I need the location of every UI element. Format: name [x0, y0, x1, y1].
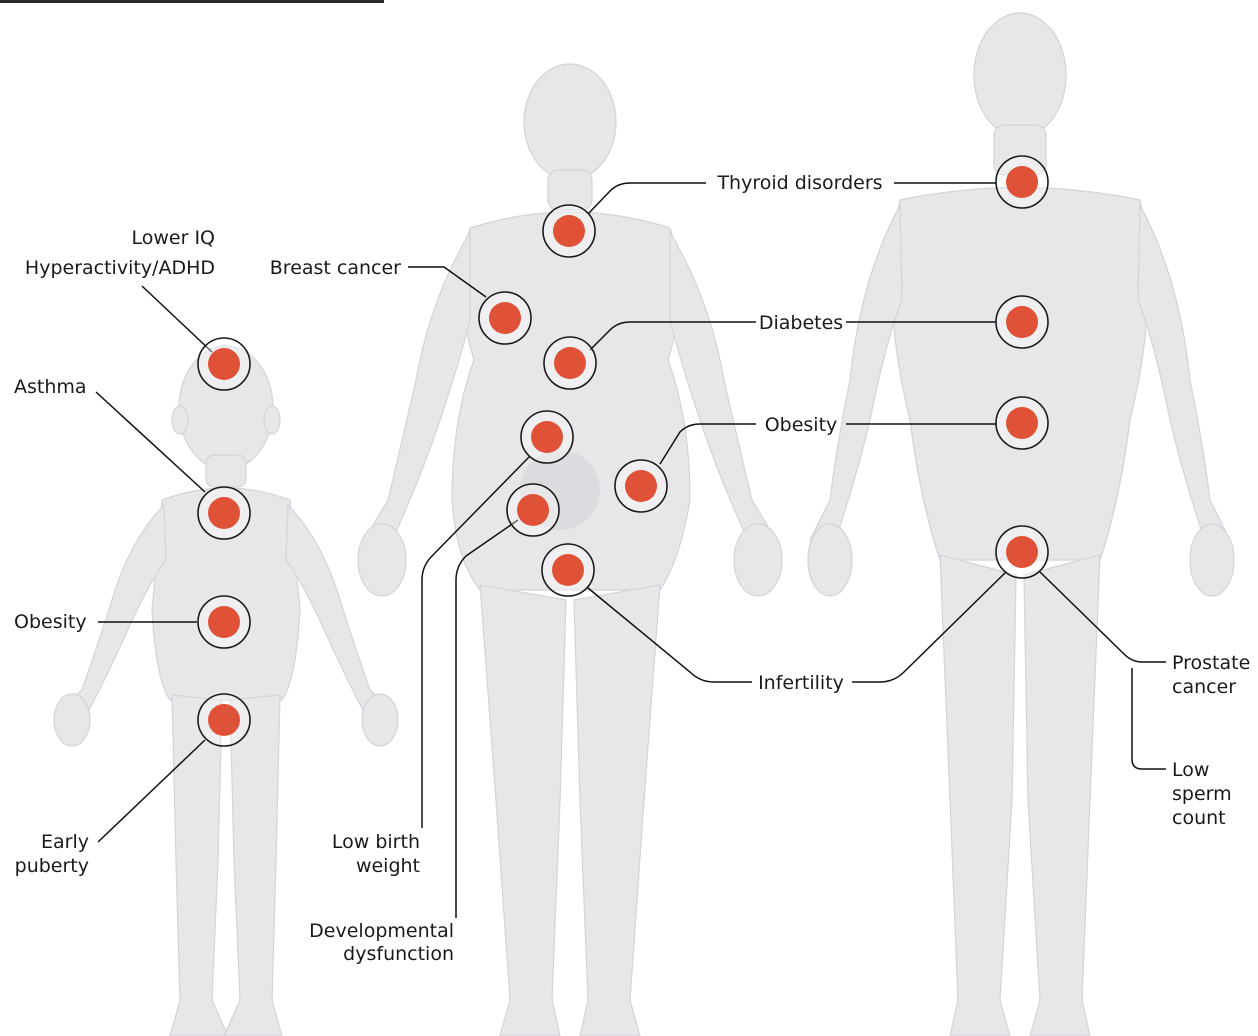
marker-man-groin [996, 526, 1048, 578]
marker-woman-developmental [507, 484, 559, 536]
label-thyroid: Thyroid disorders [716, 172, 882, 194]
marker-man-thyroid [996, 156, 1048, 208]
header-bar [0, 0, 384, 3]
label-early-puberty-1: Early [41, 831, 89, 853]
label-breast-cancer: Breast cancer [270, 257, 401, 279]
marker-child-belly [198, 596, 250, 648]
leader-low-sperm [1132, 668, 1166, 769]
label-low-birth-weight-1: Low birth [332, 831, 420, 853]
man-labels: Prostate cancer Low sperm count [1172, 652, 1250, 829]
label-asthma: Asthma [14, 376, 87, 398]
marker-child-chest [198, 487, 250, 539]
label-diabetes: Diabetes [759, 312, 843, 334]
label-infertility: Infertility [758, 672, 844, 694]
label-developmental-2: dysfunction [343, 943, 454, 965]
label-prostate-1: Prostate [1172, 652, 1250, 674]
label-hyperactivity: Hyperactivity/ADHD [25, 257, 215, 279]
label-obesity-shared: Obesity [765, 414, 838, 436]
marker-woman-diabetes [544, 337, 596, 389]
marker-child-groin [198, 694, 250, 746]
label-developmental-1: Developmental [309, 920, 454, 942]
marker-woman-thyroid [543, 205, 595, 257]
label-low-sperm-1: Low [1172, 759, 1209, 781]
marker-woman-birth-weight [521, 411, 573, 463]
leader-thyroid-woman [588, 183, 706, 214]
marker-woman-infertility [542, 544, 594, 596]
marker-man-diabetes [996, 296, 1048, 348]
label-child-obesity: Obesity [14, 611, 87, 633]
label-prostate-2: cancer [1172, 676, 1236, 698]
label-early-puberty-2: puberty [15, 855, 89, 877]
label-low-sperm-2: sperm [1172, 783, 1232, 805]
marker-woman-obesity [615, 460, 667, 512]
marker-man-obesity [996, 397, 1048, 449]
marker-child-head [198, 338, 250, 390]
label-lower-iq: Lower IQ [131, 227, 215, 249]
label-low-birth-weight-2: weight [356, 855, 420, 877]
leader-lower-iq [142, 286, 212, 352]
marker-woman-breast [479, 292, 531, 344]
label-low-sperm-3: count [1172, 807, 1226, 829]
